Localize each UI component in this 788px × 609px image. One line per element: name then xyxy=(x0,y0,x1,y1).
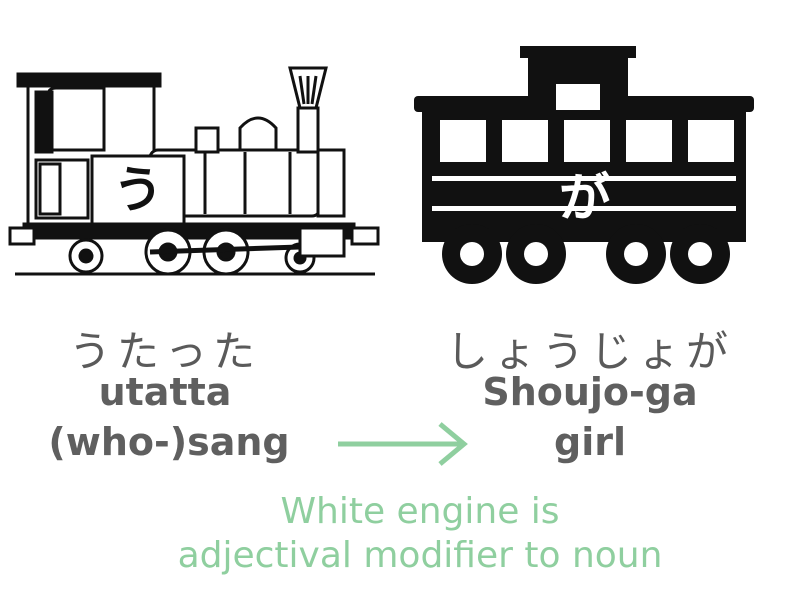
car-badge: が xyxy=(558,169,611,229)
caption-line-2: adjectival modifier to noun xyxy=(177,535,663,576)
engine-romaji: utatta xyxy=(98,370,232,414)
engine-gloss: (who-)sang xyxy=(48,420,290,464)
car-gloss: girl xyxy=(554,420,626,464)
engine-badge: う xyxy=(113,161,163,219)
caption-line-1: White engine is xyxy=(280,491,560,532)
engine-kana: うたった xyxy=(68,327,261,376)
car-kana: しょうじょが xyxy=(445,327,734,376)
car-romaji: Shoujo-ga xyxy=(482,370,698,414)
